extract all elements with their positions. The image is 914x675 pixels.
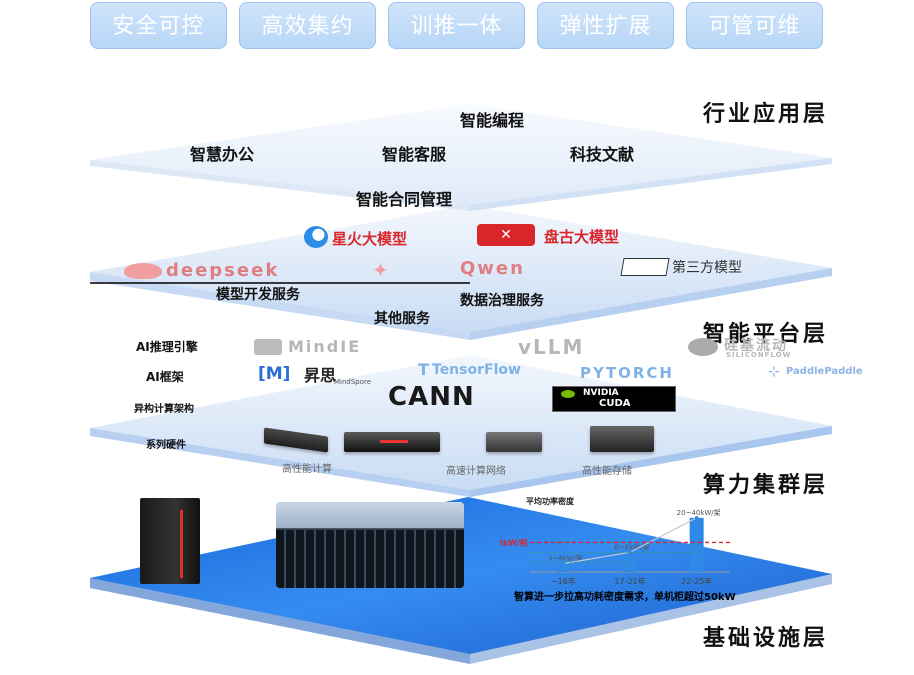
industry-plane	[90, 104, 832, 205]
logo-vllm: vLLM	[518, 335, 585, 359]
chart-value-label: 20~40kW/架	[677, 509, 721, 517]
chart-point	[561, 561, 566, 566]
chart-value-label: 6~8kW/架	[614, 543, 649, 551]
chart-bar	[689, 517, 704, 572]
model-third-party: 第三方模型	[672, 260, 742, 276]
hw-hpc-caption: 高性能计算	[282, 464, 332, 475]
app-docs: 科技文献	[570, 145, 635, 164]
app-contract: 智能合同管理	[356, 190, 453, 209]
service-model-dev: 模型开发服务	[216, 287, 300, 303]
cabinet-strip-icon	[180, 510, 183, 578]
deepseek-whale-icon	[124, 263, 162, 279]
logo-siliconflow-cn: 硅基流动	[724, 338, 788, 354]
chart-bar	[556, 563, 571, 572]
power-density-chart: 平均功率密度 ~16年 3~4kW/架 17-21年 6~8kW/架 22-25年 20~4…	[500, 496, 730, 586]
chart-category-label: 17-21年	[614, 576, 645, 586]
compute-plane	[90, 355, 832, 490]
datacenter-photo	[276, 502, 464, 588]
nvidia-cuda-badge: NVIDIA CUDA	[552, 386, 676, 412]
siliconflow-logo-icon	[688, 338, 718, 356]
tab-efficiency: 高效集约	[239, 2, 376, 49]
logo-mindspore-cn: 昇思	[304, 366, 337, 385]
nvidia-eye-icon	[561, 390, 575, 398]
tab-train-infer: 训推一体	[388, 2, 525, 49]
platform-plane	[90, 205, 832, 332]
chart-reference-label: 12kW/柜	[500, 537, 528, 547]
pangu-logo-icon: ✕	[477, 224, 535, 246]
app-customer-service: 智能客服	[382, 145, 447, 164]
network-switch-image	[486, 432, 542, 452]
tab-manageable: 可管可维	[686, 2, 823, 49]
chart-category-label: 22-25年	[681, 576, 712, 586]
label-inference-engine: AI推理引擎	[136, 340, 198, 354]
mindspore-logo-icon: [M]	[258, 364, 291, 384]
tab-security: 安全可控	[90, 2, 227, 49]
power-density-caption: 智算进一步拉高功耗密度需求，单机柜超过50kW	[514, 592, 736, 603]
layer-title-compute: 算力集群层	[702, 473, 828, 498]
qwen-logo-icon: ✦	[372, 258, 389, 282]
hw-network-caption: 高速计算网络	[446, 466, 506, 477]
logo-paddle: PaddlePaddle	[786, 366, 863, 377]
model-spark: 星火大模型	[332, 230, 408, 248]
chart-point	[694, 516, 699, 520]
paddle-logo-icon: ⊹	[768, 364, 780, 380]
server-cabinet-image	[140, 498, 200, 584]
cube-icon	[620, 258, 670, 276]
label-ai-framework: AI框架	[146, 370, 184, 384]
hpc-server-node-image	[344, 432, 440, 452]
service-data-gov: 数据治理服务	[460, 293, 544, 309]
label-hetero-arch: 异构计算架构	[134, 404, 194, 415]
chart-value-label: 3~4kW/架	[548, 555, 583, 563]
spark-logo-icon	[304, 226, 328, 248]
logo-tensorflow: TensorFlow	[432, 362, 521, 378]
tensorflow-logo-icon: T	[418, 360, 429, 379]
chart-bar	[623, 552, 637, 572]
logo-mindie: MindIE	[288, 337, 362, 356]
tab-elastic: 弹性扩展	[537, 2, 674, 49]
logo-mindspore-en: MindSpore	[334, 378, 372, 386]
layer-title-industry: 行业应用层	[702, 102, 828, 127]
server-led-icon	[380, 440, 408, 443]
model-qwen: Qwen	[460, 258, 525, 279]
label-hardware: 系列硬件	[146, 440, 186, 451]
layer-title-platform: 智能平台层	[702, 322, 828, 347]
logo-pytorch: PYTORCH	[580, 364, 674, 382]
model-pangu: 盘古大模型	[544, 228, 620, 246]
service-other: 其他服务	[374, 311, 430, 327]
chart-category-label: ~16年	[551, 576, 576, 586]
logo-siliconflow-en: SILICONFLOW	[726, 351, 792, 359]
app-programming: 智能编程	[460, 111, 525, 130]
storage-array-image	[590, 426, 654, 452]
hw-storage-caption: 高性能存储	[582, 466, 632, 477]
model-deepseek: deepseek	[166, 260, 280, 281]
photo-racks	[276, 530, 464, 588]
logo-cann: CANN	[388, 382, 475, 412]
layer-title-infra: 基础设施层	[702, 626, 828, 651]
chart-title: 平均功率密度	[526, 496, 575, 506]
logo-nvidia: NVIDIA	[583, 388, 619, 398]
logo-cuda: CUDA	[599, 398, 631, 409]
app-office: 智慧办公	[190, 145, 255, 164]
mindie-logo-icon	[254, 339, 282, 355]
